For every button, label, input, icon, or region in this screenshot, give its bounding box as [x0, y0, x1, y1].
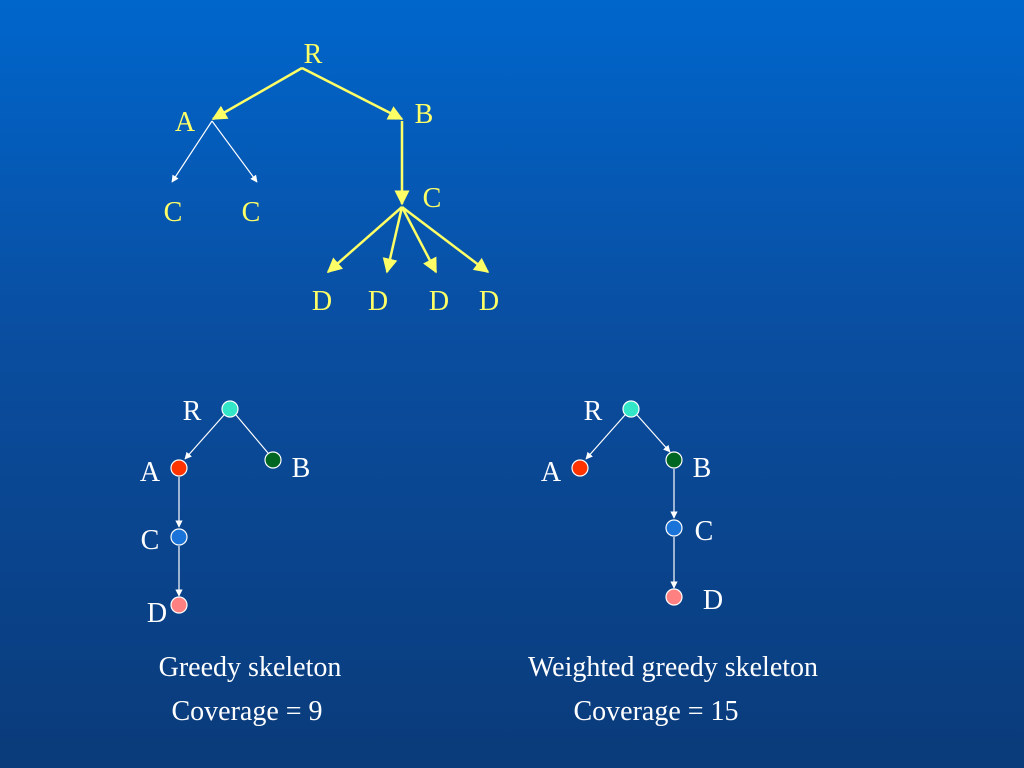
greedy-caption: Greedy skeleton — [158, 652, 342, 683]
top-label-D3: D — [429, 286, 449, 317]
edge-R-B — [301, 66, 404, 121]
top-label-B: B — [415, 99, 434, 130]
weighted-caption: Weighted greedy skeleton — [527, 652, 819, 683]
edge-C-D1 — [326, 206, 403, 273]
weighted-coverage: Coverage = 15 — [573, 696, 739, 727]
top-label-A: A — [175, 107, 196, 138]
greedy-label-A: A — [140, 457, 161, 488]
edge-A-C2 — [211, 120, 258, 183]
weighted-node-B — [665, 451, 683, 469]
edge-A-C1 — [171, 120, 213, 183]
weighted-node-D — [665, 588, 683, 606]
weighted-skeleton-labels: R A B C D — [541, 396, 723, 616]
top-label-R: R — [304, 39, 323, 70]
top-tree-labels: R A B C C C D D D D — [164, 39, 499, 317]
greedy-label-R: R — [183, 396, 202, 427]
greedy-node-D — [170, 596, 188, 614]
edge-C-D4 — [401, 206, 490, 273]
greedy-node-R — [221, 400, 239, 418]
top-label-C-left2: C — [242, 197, 261, 228]
weighted-label-A: A — [541, 457, 562, 488]
edge-R-A — [211, 66, 303, 121]
top-tree — [171, 66, 490, 274]
weighted-node-A — [571, 459, 589, 477]
greedy-label-D: D — [147, 598, 167, 629]
greedy-node-A — [170, 459, 188, 477]
top-label-D2: D — [368, 286, 388, 317]
greedy-skeleton-edges — [175, 414, 269, 597]
weighted-node-C — [665, 519, 683, 537]
top-label-C-left1: C — [164, 197, 183, 228]
greedy-coverage: Coverage = 9 — [171, 696, 323, 727]
greedy-label-B: B — [292, 453, 311, 484]
top-label-C-right: C — [423, 183, 442, 214]
greedy-skeleton-nodes — [170, 400, 282, 614]
greedy-label-C: C — [141, 525, 160, 556]
weighted-skeleton-edges — [585, 414, 678, 589]
weighted-edge-R-B — [636, 414, 671, 453]
weighted-label-C: C — [695, 516, 714, 547]
greedy-node-B — [264, 451, 282, 469]
greedy-node-C — [170, 528, 188, 546]
weighted-node-R — [622, 400, 640, 418]
top-label-D1: D — [312, 286, 332, 317]
top-label-D4: D — [479, 286, 499, 317]
weighted-skeleton-nodes — [571, 400, 683, 606]
greedy-edge-R-B — [235, 414, 269, 454]
greedy-edge-R-A — [184, 414, 225, 460]
weighted-label-B: B — [693, 453, 712, 484]
greedy-skeleton-labels: R A B C D — [140, 396, 310, 629]
edge-C-D3 — [400, 206, 438, 274]
edge-C-D2 — [382, 206, 404, 274]
weighted-label-R: R — [584, 396, 603, 427]
weighted-label-D: D — [703, 585, 723, 616]
weighted-edge-R-A — [585, 414, 626, 460]
